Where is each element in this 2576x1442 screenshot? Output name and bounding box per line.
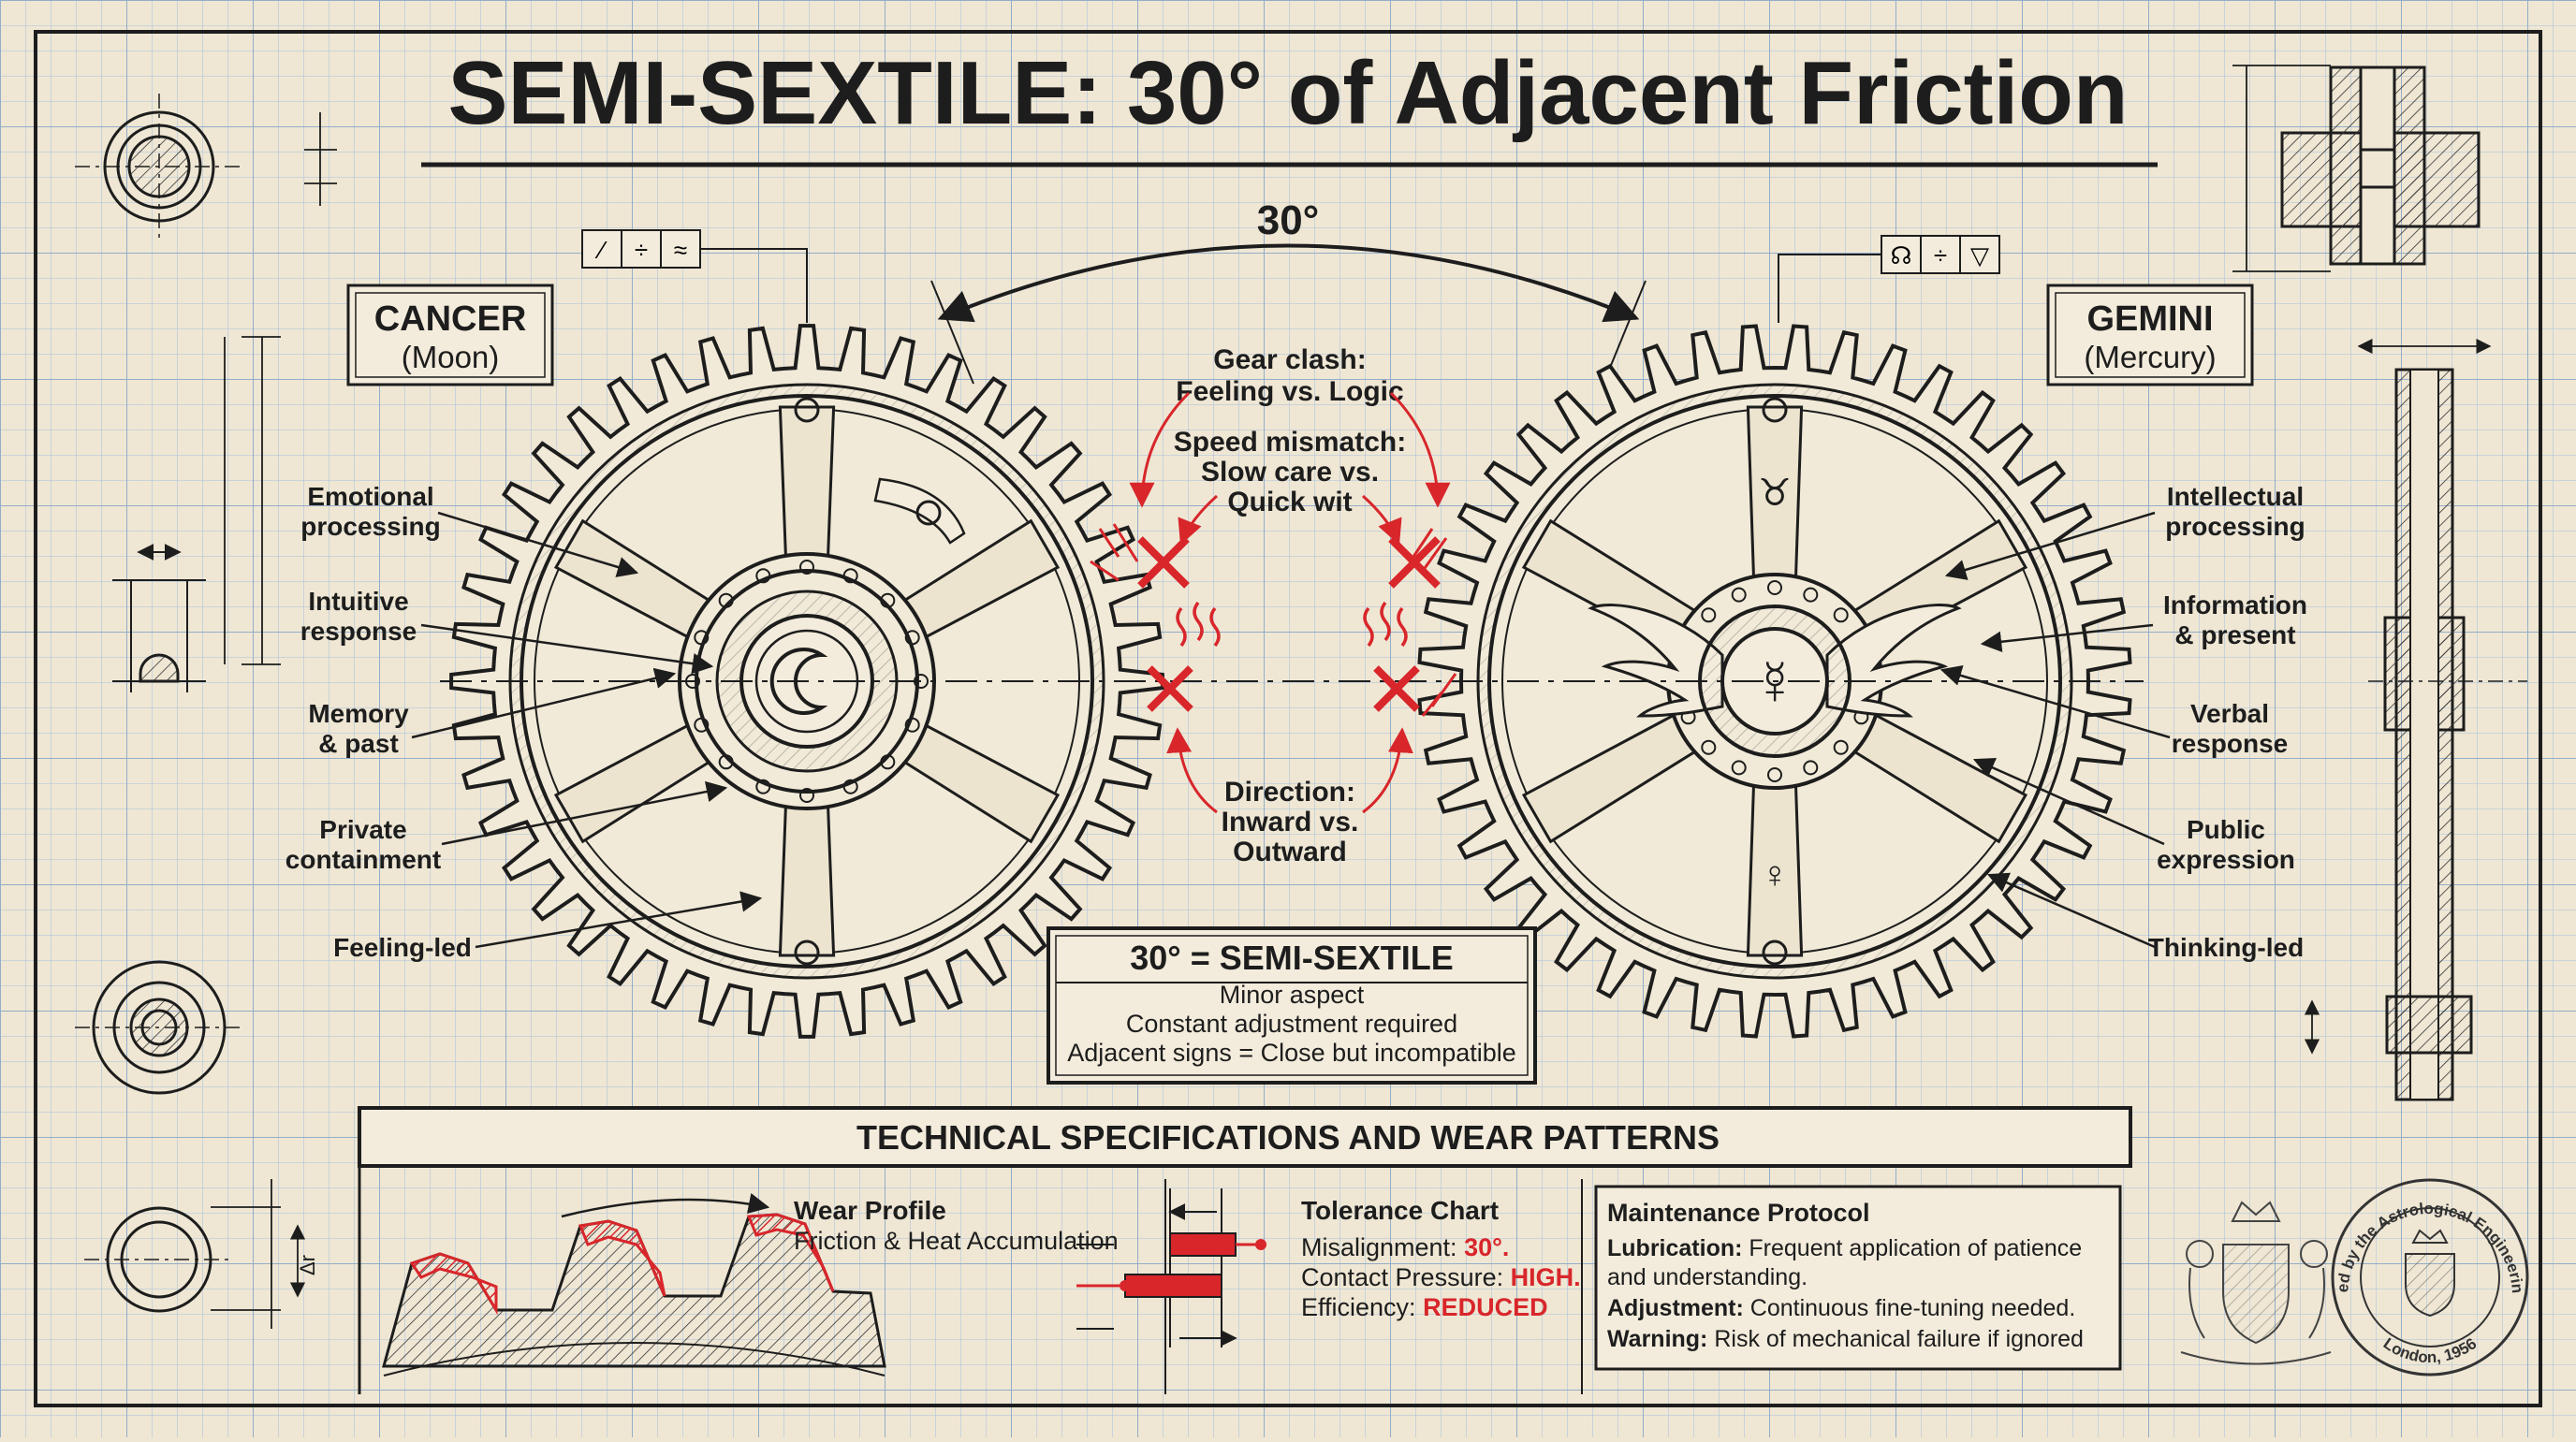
svg-text:containment: containment <box>285 845 441 874</box>
wear-profile-subtitle: Friction & Heat Accumulation <box>794 1227 1119 1255</box>
svg-text:▽: ▽ <box>1970 241 1989 269</box>
svg-text:Feeling vs. Logic: Feeling vs. Logic <box>1176 376 1403 407</box>
summary-line: Constant adjustment required <box>1126 1010 1457 1038</box>
svg-text:☊: ☊ <box>1890 241 1911 269</box>
svg-text:Gear clash:: Gear clash: <box>1213 344 1366 375</box>
label-information-present: Information& present <box>2163 590 2307 649</box>
maintenance-title: Maintenance Protocol <box>1607 1199 1870 1227</box>
semi-sextile-summary-box: 30° = SEMI-SEXTILE Minor aspect Constant… <box>1048 928 1535 1083</box>
top-glyph-icon: ♉ <box>1758 473 1792 514</box>
cancer-ruler: (Moon) <box>402 340 500 374</box>
label-memory-past: Memory& past <box>308 699 409 758</box>
label-feeling-led: Feeling-led <box>333 933 472 962</box>
cancer-name: CANCER <box>374 299 527 339</box>
angle-label: 30° <box>1257 197 1320 243</box>
svg-text:Thinking-led: Thinking-led <box>2148 933 2304 962</box>
gemini-name: GEMINI <box>2086 299 2213 339</box>
direction-note: Direction: Inward vs. Outward <box>1222 777 1359 867</box>
svg-text:Speed mismatch:: Speed mismatch: <box>1174 427 1406 458</box>
svg-text:processing: processing <box>300 512 440 541</box>
tolerance-row-efficiency: Efficiency: REDUCED <box>1301 1293 1548 1321</box>
maintenance-lubrication: Lubrication: Frequent application of pat… <box>1607 1235 2082 1261</box>
svg-text:Outward: Outward <box>1233 837 1347 867</box>
bottom-glyph-icon: ♀ <box>1761 854 1789 896</box>
svg-text:Direction:: Direction: <box>1224 777 1355 808</box>
svg-text:Information: Information <box>2163 590 2307 619</box>
tolerance-row-pressure: Contact Pressure: HIGH. <box>1301 1263 1581 1291</box>
maintenance-protocol-box: Maintenance Protocol Lubrication: Freque… <box>1596 1187 2120 1369</box>
summary-line: Minor aspect <box>1220 981 1365 1009</box>
gemini-ruler: (Mercury) <box>2084 340 2216 374</box>
label-thinking-led: Thinking-led <box>2148 933 2304 962</box>
svg-text:response: response <box>300 617 417 646</box>
svg-text:Intellectual: Intellectual <box>2167 482 2304 511</box>
page-title: SEMI-SEXTILE: 30° of Adjacent Friction <box>447 43 2128 143</box>
specs-heading: TECHNICAL SPECIFICATIONS AND WEAR PATTER… <box>856 1118 1720 1157</box>
svg-text:& present: & present <box>2174 620 2295 649</box>
svg-text:≈: ≈ <box>674 236 687 264</box>
summary-line: Adjacent signs = Close but incompatible <box>1067 1039 1516 1067</box>
svg-text:Intuitive: Intuitive <box>308 587 408 616</box>
svg-text:Quick wit: Quick wit <box>1227 487 1352 517</box>
svg-text:÷: ÷ <box>635 236 648 264</box>
svg-text:Slow care vs.: Slow care vs. <box>1201 457 1379 488</box>
maintenance-adjustment: Adjustment: Continuous fine-tuning neede… <box>1607 1295 2075 1321</box>
svg-text:processing: processing <box>2165 512 2305 541</box>
maintenance-lubrication-cont: and understanding. <box>1607 1264 1808 1290</box>
cancer-label-box: CANCER (Moon) <box>348 285 552 385</box>
tolerance-row-misalignment: Misalignment: 30°. <box>1301 1233 1509 1261</box>
maintenance-warning: Warning: Risk of mechanical failure if i… <box>1607 1326 2084 1352</box>
svg-text:Verbal: Verbal <box>2190 699 2269 728</box>
summary-heading: 30° = SEMI-SEXTILE <box>1130 939 1454 977</box>
wear-profile-title: Wear Profile <box>794 1196 946 1225</box>
tolerance-chart-title: Tolerance Chart <box>1301 1196 1499 1225</box>
svg-text:& past: & past <box>318 729 399 758</box>
svg-text:Private: Private <box>319 815 406 844</box>
gemini-label-box: GEMINI (Mercury) <box>2048 285 2252 385</box>
svg-text:÷: ÷ <box>1934 241 1947 269</box>
svg-text:Emotional: Emotional <box>307 482 433 511</box>
svg-text:Feeling-led: Feeling-led <box>333 933 472 962</box>
svg-text:response: response <box>2172 729 2289 758</box>
radial-dimension-mark: Δr <box>296 1255 319 1275</box>
svg-text:expression: expression <box>2157 845 2295 874</box>
svg-text:Inward vs.: Inward vs. <box>1222 807 1359 838</box>
svg-text:Memory: Memory <box>308 699 409 728</box>
svg-text:Public: Public <box>2187 815 2265 844</box>
